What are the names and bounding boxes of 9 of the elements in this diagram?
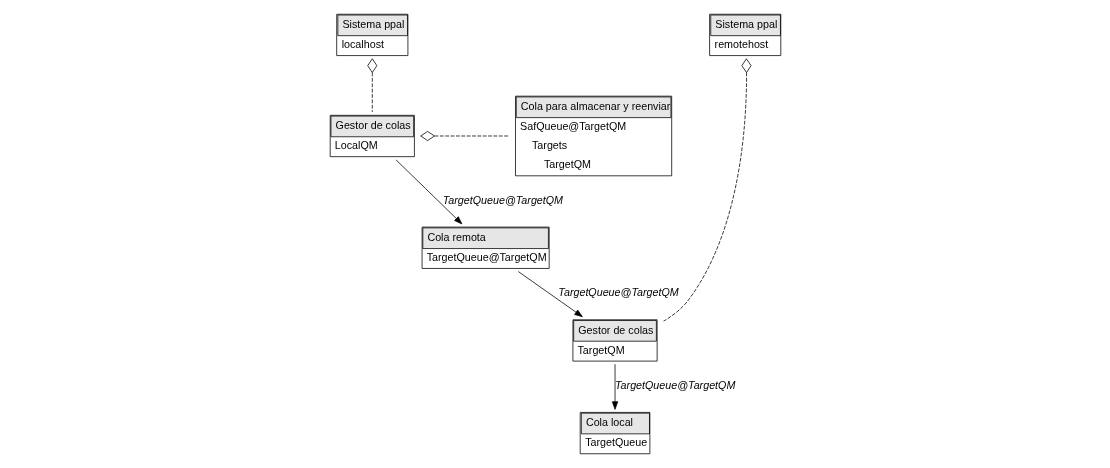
arrow — [611, 363, 618, 410]
edge-label: TargetQueue@TargetQM — [557, 286, 679, 299]
connector — [419, 131, 510, 141]
arrow — [517, 271, 583, 318]
connector — [662, 58, 751, 322]
edge-label: TargetQueue@TargetQM — [614, 378, 735, 391]
connector — [366, 58, 377, 113]
arrow — [395, 159, 462, 225]
edge-label: TargetQueue@TargetQM — [442, 193, 563, 206]
